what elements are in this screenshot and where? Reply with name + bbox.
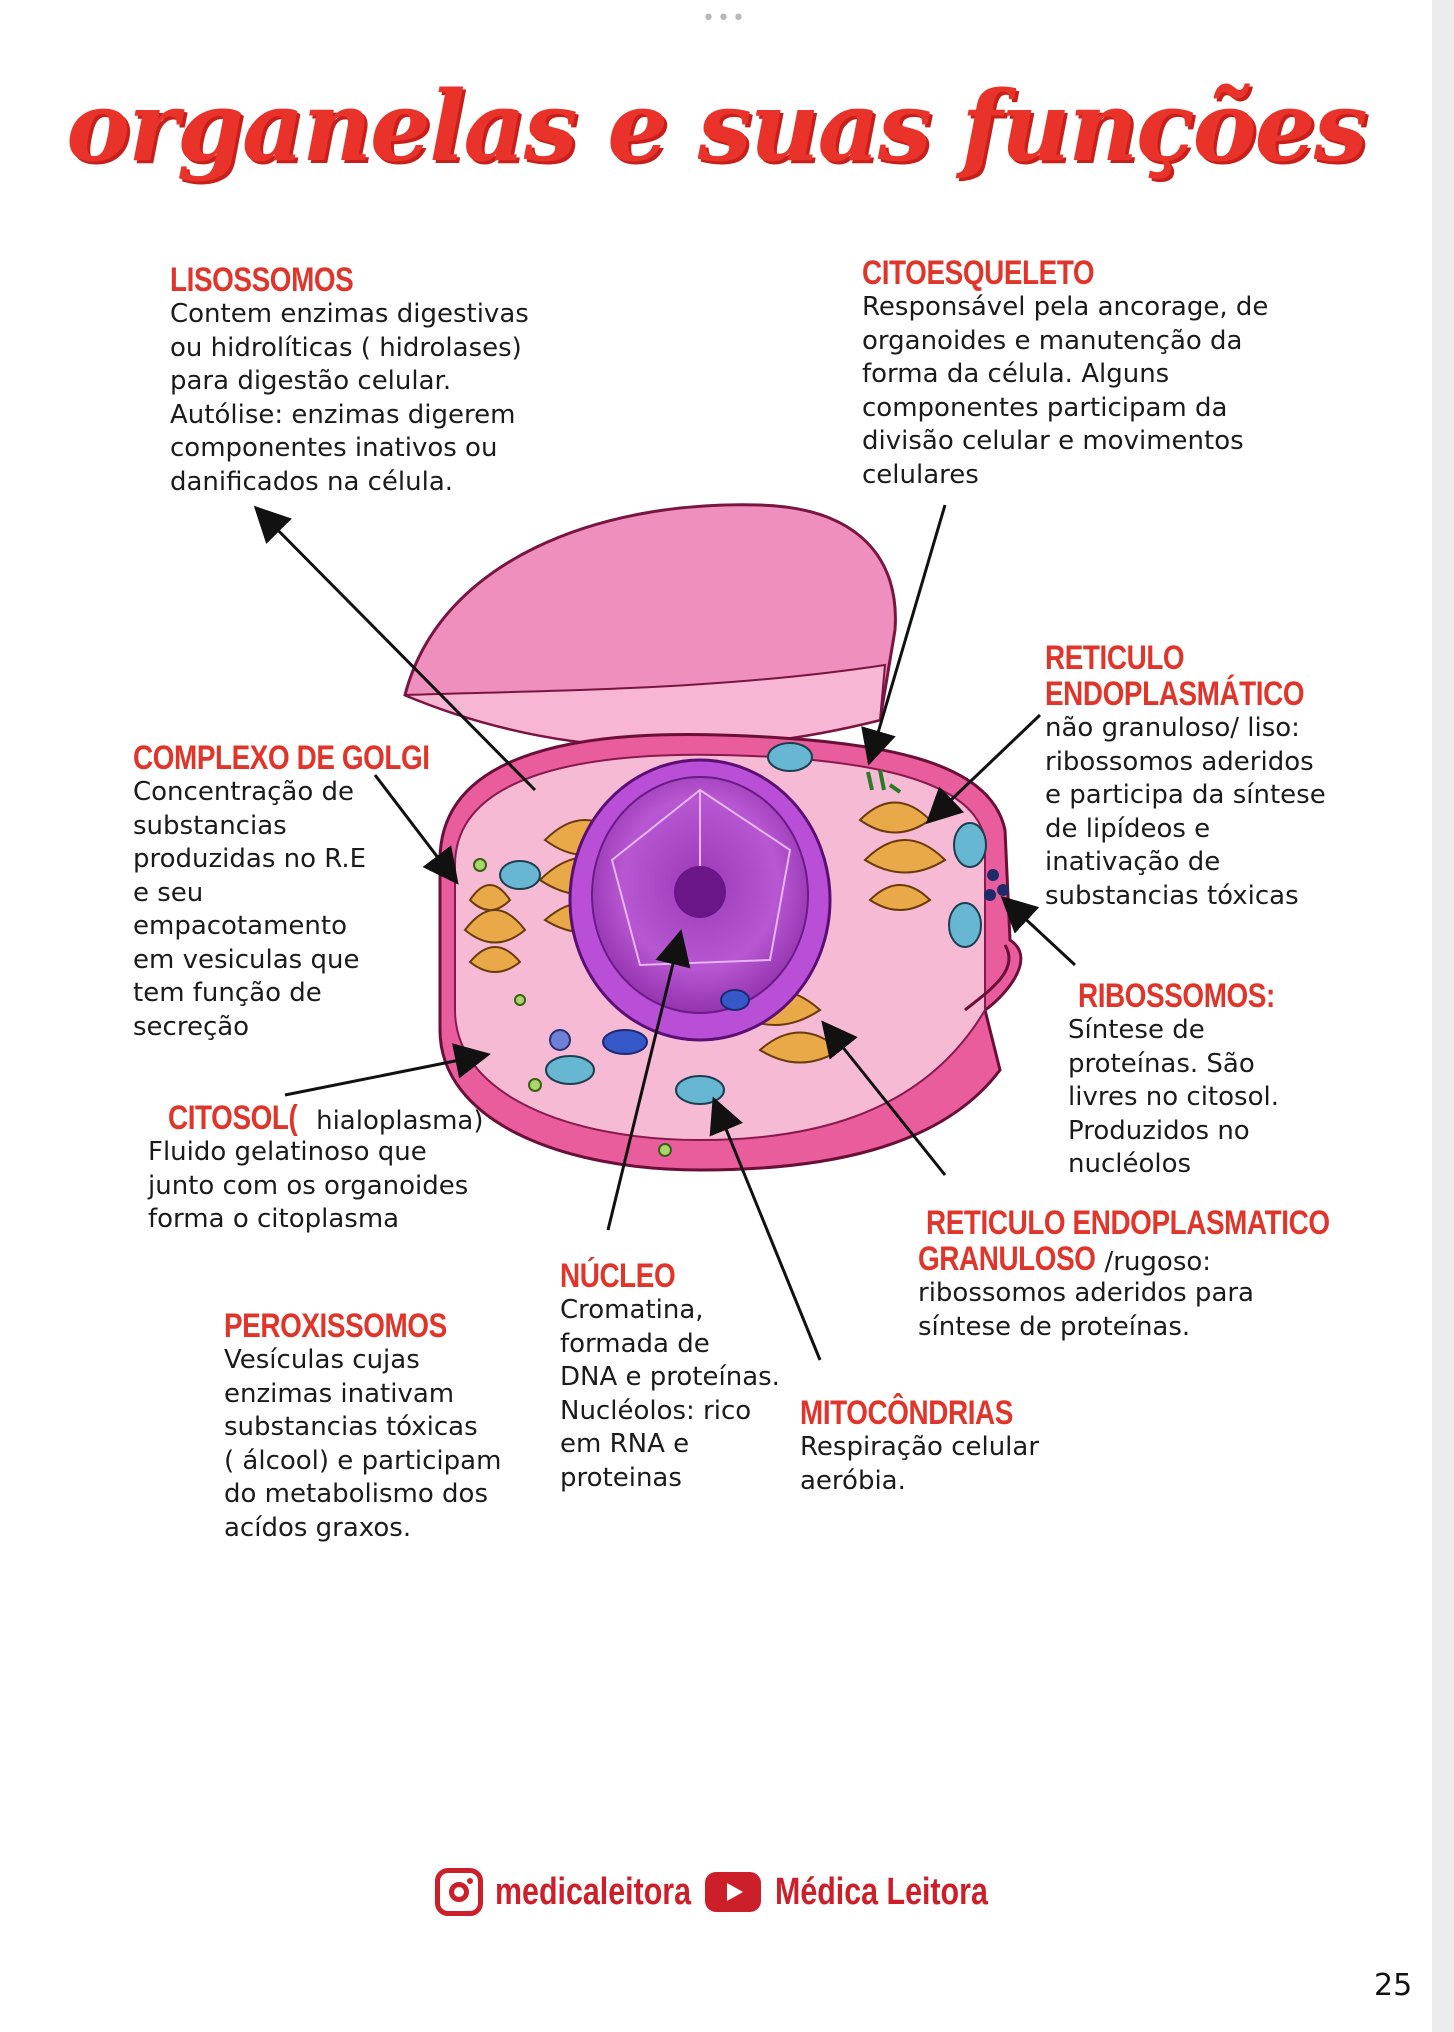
- golgi-text: Concentração de substancias produzidas n…: [133, 777, 367, 1042]
- citosol-text: Fluido gelatinoso que junto com os organ…: [148, 1137, 469, 1234]
- cell-top-half: [403, 503, 897, 749]
- reticulo-liso-heading: RETICULO ENDOPLASMÁTICO: [1045, 639, 1305, 713]
- arrow-nucleo: [606, 929, 691, 1231]
- label-peroxissomos: PEROXISSOMOS Vesículas cujas enzimas ina…: [224, 1308, 501, 1545]
- label-reticulo-liso: RETICULO ENDOPLASMÁTICO não granuloso/ l…: [1045, 640, 1361, 913]
- arrow-golgi: [373, 774, 459, 885]
- peroxissomos-heading: PEROXISSOMOS: [224, 1307, 447, 1345]
- nucleus: [568, 758, 832, 1042]
- arrow-citoesqueleto: [861, 504, 947, 766]
- ribossomos-heading: RIBOSSOMOS:: [1078, 977, 1275, 1015]
- nucleo-text: Cromatina, formada de DNA e proteínas. N…: [560, 1295, 780, 1493]
- pointer-arrows: [253, 504, 1077, 1361]
- citosol-heading: CITOSOL(: [168, 1099, 298, 1137]
- arrow-reticulo-rugoso: [821, 1020, 947, 1176]
- mitocondrias-heading: MITOCÔNDRIAS: [800, 1394, 1013, 1432]
- youtube-icon[interactable]: [705, 1872, 761, 1912]
- reticulo-rugoso-heading-suffix: /rugoso:: [1104, 1247, 1212, 1277]
- nucleolus: [674, 866, 726, 918]
- reticulo-rugoso-heading-1: RETICULO ENDOPLASMATICO: [926, 1204, 1330, 1242]
- label-nucleo: NÚCLEO Cromatina, formada de DNA e prote…: [560, 1258, 780, 1495]
- lisossomos-text: Contem enzimas digestivas ou hidrolítica…: [170, 299, 529, 497]
- citoesqueleto-text: Responsável pela ancorage, de organoides…: [862, 292, 1269, 490]
- youtube-channel[interactable]: Médica Leitora: [775, 1870, 988, 1913]
- reticulo-rugoso-text: ribossomos aderidos para síntese de prot…: [918, 1278, 1254, 1342]
- more-options-icon[interactable]: •••: [702, 6, 747, 31]
- footer: medicaleitora Médica Leitora: [435, 1862, 1041, 1922]
- reticulo-rugoso-heading-2: GRANULOSO: [918, 1240, 1096, 1278]
- label-complexo-golgi: COMPLEXO DE GOLGI Concentração de substa…: [133, 740, 495, 1044]
- arrow-reticulo-liso: [925, 713, 1042, 825]
- reticulo-liso-text: não granuloso/ liso: ribossomos aderidos…: [1045, 713, 1326, 911]
- arrow-ribossomos: [1000, 895, 1077, 967]
- citosol-heading-suffix: hialoplasma): [307, 1106, 484, 1136]
- vesicles: [473, 858, 750, 1157]
- instagram-icon[interactable]: [435, 1868, 483, 1916]
- lisossomos-heading: LISOSSOMOS: [170, 261, 354, 299]
- ribosomes: [984, 869, 1009, 901]
- mitochondria: [499, 742, 987, 1105]
- nucleo-heading: NÚCLEO: [560, 1257, 676, 1295]
- arrow-lisossomos: [253, 505, 537, 792]
- peroxissomos-text: Vesículas cujas enzimas inativam substan…: [224, 1345, 502, 1543]
- label-citosol: CITOSOL( hialoplasma) Fluido gelatinoso …: [148, 1100, 483, 1237]
- page-edge: [1432, 0, 1454, 2032]
- label-reticulo-rugoso: RETICULO ENDOPLASMATICO GRANULOSO/rugoso…: [918, 1205, 1418, 1344]
- citoesqueleto-heading: CITOESQUELETO: [862, 254, 1095, 292]
- arrow-mitocondrias: [709, 1096, 822, 1361]
- mitocondrias-text: Respiração celular aeróbia.: [800, 1432, 1040, 1496]
- page-number: 25: [1374, 1968, 1413, 2003]
- cytoskeleton: [866, 769, 902, 794]
- ribossomos-text: Síntese de proteínas. São livres no cito…: [1068, 1015, 1279, 1179]
- label-ribossomos: RIBOSSOMOS: Síntese de proteínas. São li…: [1068, 978, 1318, 1182]
- instagram-handle[interactable]: medicaleitora: [495, 1870, 691, 1913]
- label-lisossomos: LISOSSOMOS Contem enzimas digestivas ou …: [170, 262, 529, 499]
- label-mitocondrias: MITOCÔNDRIAS Respiração celular aeróbia.: [800, 1395, 1060, 1498]
- arrow-citosol: [284, 1043, 491, 1097]
- page-title: organelas e suas funções: [66, 70, 1367, 183]
- golgi-heading: COMPLEXO DE GOLGI: [133, 739, 430, 777]
- label-citoesqueleto: CITOESQUELETO Responsável pela ancorage,…: [862, 255, 1268, 492]
